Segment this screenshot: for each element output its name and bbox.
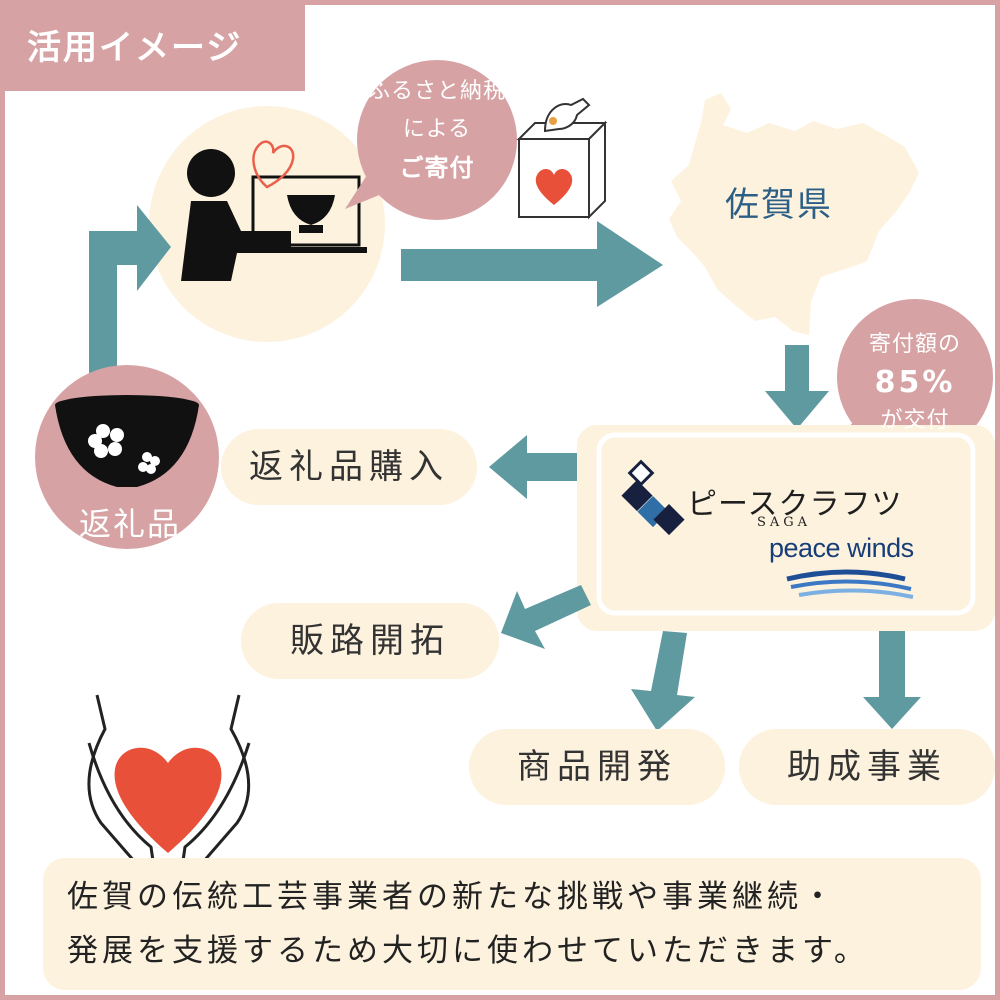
message-line-1: 佐賀の伝統工芸事業者の新たな挑戦や事業継続・: [67, 879, 837, 915]
arrow-to-grants: [863, 631, 921, 729]
message-line-2: 発展を支援するため大切に使わせていただきます。: [67, 933, 869, 969]
grant-rate: 85%: [874, 365, 956, 400]
donation-bubble: [357, 60, 517, 220]
arrow-to-product-dev: [631, 631, 695, 731]
saga-map-icon: [669, 93, 919, 335]
arrow-to-purchase: [489, 435, 577, 499]
donation-line-1: ふるさと納税: [367, 79, 506, 104]
organization-name: ピースクラフツ: [687, 487, 903, 522]
message-box: 佐賀の伝統工芸事業者の新たな挑戦や事業継続・ 発展を支援するため大切に使わせてい…: [43, 858, 981, 990]
hands-holding-heart-icon: [87, 694, 251, 876]
peace-winds-waves-icon: [786, 569, 914, 599]
donation-line-3: ご寄付: [399, 154, 475, 182]
use-grants: 助成事業: [739, 729, 995, 805]
use-sales: 販路開拓: [241, 603, 499, 679]
prefecture-label: 佐賀県: [725, 185, 833, 225]
grant-bubble-text: 寄付額の 85% が交付: [845, 327, 985, 439]
organization-card-inner: [596, 432, 976, 616]
donation-bubble-text: ふるさと納税 による ご寄付: [365, 73, 509, 187]
arrow-gift-to-donor: [89, 205, 171, 377]
heart-outline-icon: [252, 140, 295, 189]
heart-icon: [535, 169, 573, 205]
donation-line-2: による: [402, 117, 472, 142]
organization-sub: SAGA: [757, 515, 812, 530]
tea-bowl-icon: [55, 395, 199, 487]
person-at-computer-icon: [181, 149, 367, 281]
grant-bubble: [837, 299, 993, 455]
grant-line-2: が交付: [880, 408, 950, 433]
page-title: 活用イメージ: [5, 5, 305, 91]
arrow-to-prefecture: [401, 221, 663, 307]
partner-name: peace winds: [769, 533, 914, 563]
peacecrafts-logo-icon: [621, 459, 685, 536]
heart-icon: [114, 747, 222, 853]
arrow-to-sales: [501, 585, 591, 649]
donation-box-icon: [516, 97, 608, 220]
arrow-to-organization: [765, 345, 829, 429]
grant-line-1: 寄付額の: [868, 332, 961, 357]
gift-label: 返礼品: [78, 505, 181, 543]
use-product-dev: 商品開発: [469, 729, 725, 805]
use-purchase: 返礼品購入: [221, 429, 477, 505]
